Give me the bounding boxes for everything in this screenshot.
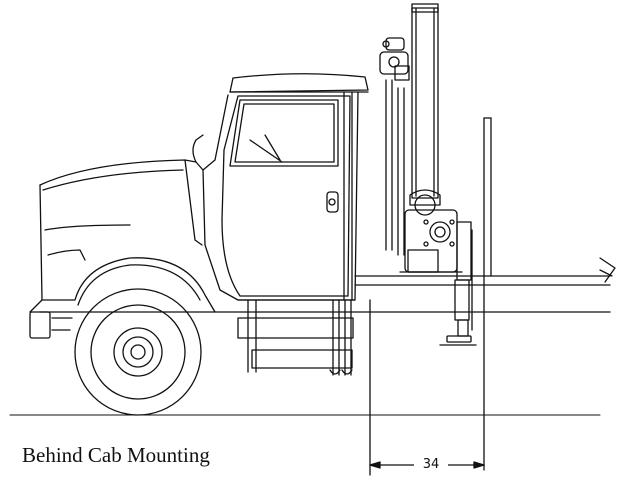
rear-post <box>484 118 491 470</box>
truck-cab <box>193 74 368 300</box>
dimension-label: 34 <box>414 457 448 473</box>
crane-boom <box>410 4 440 215</box>
crane-base <box>400 210 471 280</box>
front-wheel <box>75 289 201 415</box>
stabilizer-leg <box>440 230 476 345</box>
truck-hood <box>30 160 215 338</box>
drawing-caption: Behind Cab Mounting <box>22 443 210 467</box>
cab-step <box>238 300 353 375</box>
crane-cylinder <box>380 38 409 255</box>
dimension-34 <box>370 300 484 475</box>
